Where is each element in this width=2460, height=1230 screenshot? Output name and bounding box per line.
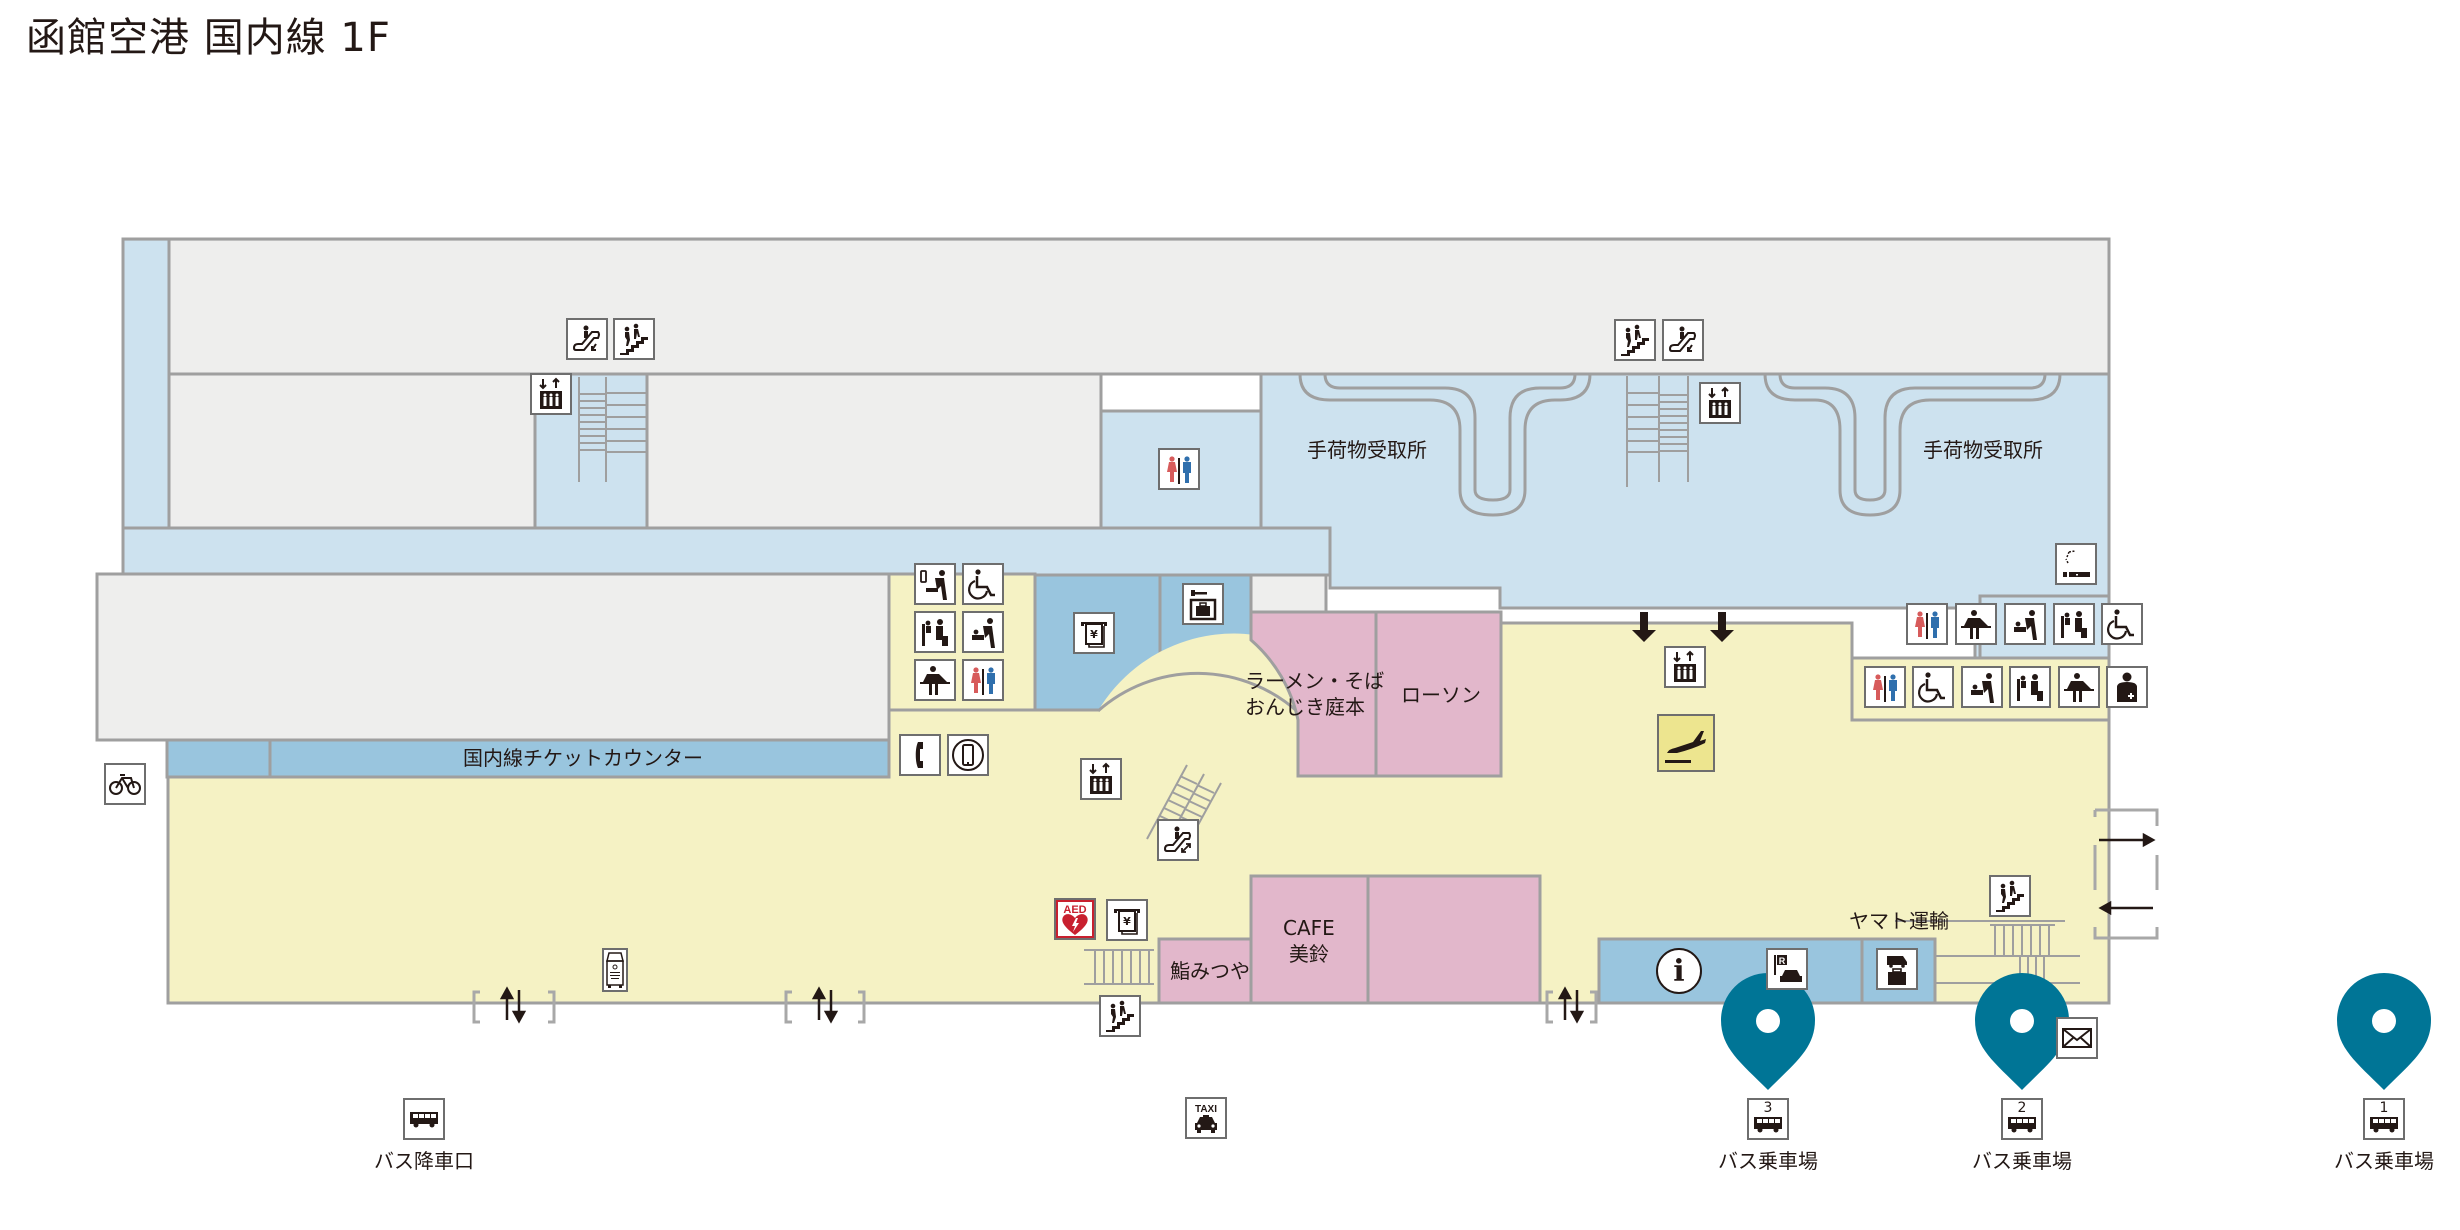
baggage-carousels — [1298, 373, 2062, 517]
stairs-icon[interactable] — [613, 318, 655, 360]
baggage-delivery-icon[interactable] — [1876, 948, 1918, 990]
child-seat-restroom-icon[interactable] — [2053, 603, 2095, 645]
first-aid-room-icon[interactable] — [2106, 666, 2148, 708]
svg-text:R: R — [1779, 956, 1786, 966]
ramen-shop — [1249, 610, 1378, 778]
arrival-arrows — [1632, 612, 1734, 642]
baby-room-icon[interactable] — [914, 563, 956, 605]
cafe-label-line1: CAFE — [1283, 916, 1335, 940]
baggage-claim-right-label: 手荷物受取所 — [1923, 438, 2043, 462]
stairs-left — [578, 377, 647, 482]
wheelchair-icon[interactable] — [1912, 666, 1954, 708]
cafe-label-line2: 美鈴 — [1288, 942, 1329, 966]
adult-changing-bed-icon[interactable] — [2058, 666, 2100, 708]
yamato-label: ヤマト運輸 — [1849, 909, 1949, 933]
aed-icon[interactable]: AED — [1054, 898, 1096, 940]
left-gray-room — [167, 372, 537, 530]
restroom-icon[interactable] — [962, 659, 1004, 701]
lower-left-gray-room — [95, 572, 891, 742]
escalator-down-icon[interactable] — [1662, 319, 1704, 361]
mobile-charging-icon[interactable] — [947, 734, 989, 776]
adult-changing-bed-icon[interactable] — [1955, 603, 1997, 645]
rental-car-icon[interactable]: R — [1766, 948, 1808, 990]
atm-icon[interactable]: ¥ — [1073, 612, 1115, 654]
svg-text:AED: AED — [1063, 904, 1086, 916]
taxi-stand-icon[interactable]: TAXI — [1185, 1097, 1227, 1139]
bus-dropoff-icon[interactable] — [403, 1098, 445, 1140]
stairs-bottom-left — [1084, 949, 1154, 985]
used-cooking-oil-bin-icon[interactable] — [602, 948, 628, 992]
upper-blue-corridor — [121, 526, 1332, 577]
middle-gray-room — [645, 372, 1103, 530]
child-seat-restroom-icon[interactable] — [2009, 666, 2051, 708]
post-box-icon[interactable] — [2056, 1017, 2098, 1059]
sushi-shop — [1157, 937, 1253, 1005]
stairs-icon[interactable] — [1989, 875, 2031, 917]
restroom-icon[interactable] — [1864, 666, 1906, 708]
restroom-icon[interactable] — [1906, 603, 1948, 645]
bus-stop-number: 1 — [2379, 1100, 2389, 1116]
stairs-center — [1626, 376, 1689, 487]
wheelchair-icon[interactable] — [962, 563, 1004, 605]
adult-changing-bed-icon[interactable] — [914, 659, 956, 701]
sushi-label: 鮨みつや — [1170, 959, 1250, 983]
cafe-shop — [1249, 874, 1370, 1005]
svg-text:TAXI: TAXI — [1195, 1104, 1217, 1115]
stairs-icon[interactable] — [1099, 995, 1141, 1037]
atm-icon[interactable]: ¥ — [1106, 899, 1148, 941]
bicycle-parking-icon[interactable] — [104, 763, 146, 805]
bus-stop-3-icon[interactable]: 3 — [1747, 1098, 1789, 1140]
bus-stop-2-label: バス乗車場 — [1972, 1149, 2072, 1173]
elevator-icon[interactable] — [1080, 758, 1122, 800]
svg-text:¥: ¥ — [1123, 915, 1131, 928]
child-seat-restroom-icon[interactable] — [914, 611, 956, 653]
bus-stop-pins — [1721, 973, 2431, 1090]
coin-locker-icon[interactable] — [1182, 583, 1224, 625]
wheelchair-icon[interactable] — [2101, 603, 2143, 645]
bus-stop-2-icon[interactable]: 2 — [2001, 1098, 2043, 1140]
pin-3 — [1721, 973, 1815, 1090]
lawson-label: ローソン — [1401, 683, 1481, 707]
unnamed-shop — [1366, 874, 1542, 1005]
upper-gray-block — [167, 237, 2111, 376]
stairs-icon[interactable] — [1614, 319, 1656, 361]
smoking-area-icon[interactable] — [2055, 543, 2097, 585]
pin-2 — [1975, 973, 2069, 1090]
lawson-shop — [1374, 610, 1503, 778]
small-gray-closet — [1249, 573, 1328, 615]
elevator-icon[interactable] — [1664, 646, 1706, 688]
escalator-updown-icon[interactable] — [1157, 819, 1199, 861]
diaper-changing-icon[interactable] — [2004, 603, 2046, 645]
bus-stop-number: 2 — [2017, 1100, 2027, 1116]
diaper-changing-icon[interactable] — [962, 611, 1004, 653]
entrance-doors — [472, 808, 2159, 1024]
diaper-changing-icon[interactable] — [1961, 666, 2003, 708]
bus-stop-number: 3 — [1763, 1100, 1773, 1116]
svg-text:¥: ¥ — [1090, 628, 1098, 641]
left-corridor — [121, 237, 171, 576]
arrivals-airplane-icon[interactable] — [1657, 714, 1715, 772]
restroom-icon[interactable] — [1158, 448, 1200, 490]
elevator-icon[interactable] — [530, 373, 572, 415]
bus-stop-3-label: バス乗車場 — [1718, 1149, 1818, 1173]
ticket-counter-label: 国内線チケットカウンター — [463, 746, 703, 770]
door-arrows — [499, 832, 2156, 1024]
bus-stop-1-label: バス乗車場 — [2334, 1149, 2434, 1173]
ramen-shop-label: ラーメン・そば おんじき庭本 — [1245, 668, 1384, 720]
ramen-label-line2: おんじき庭本 — [1245, 695, 1365, 719]
ramen-label-line1: ラーメン・そば — [1245, 669, 1385, 693]
bus-stop-1-icon[interactable]: 1 — [2363, 1098, 2405, 1140]
elevator-icon[interactable] — [1699, 382, 1741, 424]
escalator-down-icon[interactable] — [566, 318, 608, 360]
telephone-icon[interactable] — [899, 734, 941, 776]
bus-dropoff-label: バス降車口 — [374, 1149, 474, 1173]
ticket-counter — [165, 738, 891, 779]
curved-lobby — [1098, 633, 1300, 775]
page-title: 函館空港 国内線 1F — [26, 15, 391, 61]
pin-1 — [2337, 973, 2431, 1090]
baggage-claim-left-label: 手荷物受取所 — [1307, 438, 1427, 462]
cafe-label: CAFE 美鈴 — [1283, 915, 1335, 967]
information-icon[interactable]: i — [1656, 948, 1702, 994]
